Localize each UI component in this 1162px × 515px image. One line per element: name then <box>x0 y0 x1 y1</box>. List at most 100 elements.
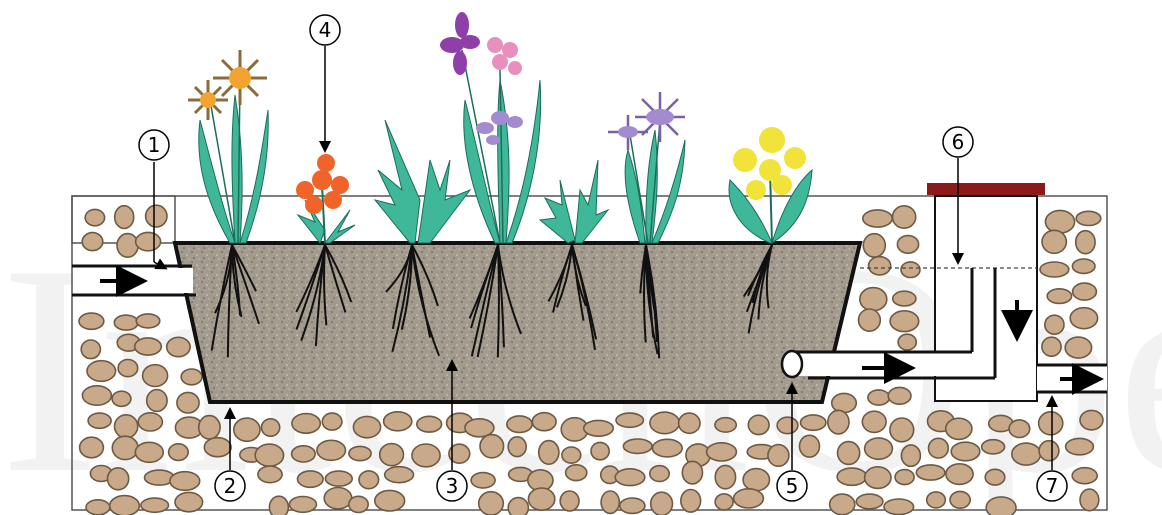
gravel-stone <box>115 206 134 229</box>
gravel-stone <box>707 443 737 461</box>
gravel-stone <box>169 444 189 461</box>
gravel-stone <box>1045 315 1064 334</box>
gravel-stone <box>1047 289 1071 304</box>
gravel-stone <box>890 311 919 332</box>
gravel-stone <box>651 492 673 515</box>
gravel-stone <box>262 419 280 436</box>
gravel-stone <box>412 444 440 467</box>
gravel-stone <box>591 442 609 459</box>
gravel-stone <box>86 500 110 515</box>
gravel-stone <box>324 488 352 509</box>
gravel-stone <box>800 435 820 457</box>
gravel-stone <box>480 435 504 458</box>
chamber-lid <box>927 183 1045 195</box>
gravel-stone <box>110 496 140 515</box>
gravel-stone <box>679 413 700 433</box>
gravel-stone <box>88 413 111 428</box>
gravel-stone <box>349 446 371 460</box>
callout-label: 7 <box>1046 474 1059 498</box>
gravel-stone <box>1072 259 1095 273</box>
gravel-stone <box>115 415 138 438</box>
gravel-stone <box>1070 308 1097 329</box>
gravel-stone <box>748 415 769 434</box>
gravel-stone <box>136 232 161 250</box>
gravel-stone <box>950 491 970 508</box>
gravel-stone <box>1042 230 1066 253</box>
gravel-stone <box>177 392 199 413</box>
gravel-stone <box>322 413 342 430</box>
gravel-stone <box>1080 489 1099 511</box>
gravel-stone <box>652 439 682 457</box>
callout-label: 6 <box>952 130 965 154</box>
gravel-stone <box>615 469 645 486</box>
gravel-stone <box>715 494 733 510</box>
gravel-stone <box>384 412 412 431</box>
gravel-stone <box>1040 262 1069 277</box>
gravel-stone <box>1080 410 1103 429</box>
gravel-stone <box>929 438 949 458</box>
gravel-stone <box>863 210 892 227</box>
outlet-pipe <box>1037 365 1107 392</box>
gravel-stone <box>317 440 346 460</box>
gravel-stone <box>143 365 168 387</box>
callout-label: 5 <box>786 474 799 498</box>
gravel-stone <box>85 209 104 225</box>
gravel-stone <box>380 444 404 466</box>
gravel-stone <box>951 442 980 461</box>
gravel-stone <box>865 438 893 459</box>
gravel-stone <box>734 489 764 508</box>
gravel-stone <box>1009 420 1030 438</box>
gravel-stone <box>715 418 736 432</box>
gravel-stone <box>471 473 495 488</box>
gravel-stone <box>860 288 887 311</box>
gravel-stone <box>375 490 405 511</box>
gravel-stone <box>1039 441 1059 461</box>
gravel-stone <box>884 499 914 515</box>
gravel-stone <box>1076 231 1095 254</box>
gravel-stone <box>838 442 860 465</box>
gravel-stone <box>199 416 220 439</box>
gravel-stone <box>869 257 891 275</box>
gravel-stone <box>982 440 1005 454</box>
gravel-stone <box>79 313 104 329</box>
gravel-stone <box>893 206 916 228</box>
gravel-stone <box>349 496 368 512</box>
gravel-stone <box>80 437 104 458</box>
gravel-stone <box>82 233 103 251</box>
gravel-stone <box>616 413 643 427</box>
gravel-stone <box>743 469 769 491</box>
gravel-stone <box>1039 412 1063 435</box>
callout-label: 3 <box>446 474 459 498</box>
gravel-stone <box>135 338 162 355</box>
gravel-stone <box>862 411 886 432</box>
gravel-stone <box>828 410 849 434</box>
gravel-stone <box>985 469 1005 485</box>
gravel-stone <box>353 416 380 437</box>
callout-label: 1 <box>148 133 161 157</box>
gravel-stone <box>359 471 379 489</box>
gravel-stone <box>895 470 914 485</box>
gravel-stone <box>175 492 203 511</box>
gravel-stone <box>181 369 202 385</box>
gravel-stone <box>417 416 442 432</box>
gravel-stone <box>1073 283 1097 300</box>
gravel-stone <box>620 498 645 513</box>
gravel-stone <box>584 420 614 436</box>
gravel-stone <box>777 417 798 433</box>
gravel-stone <box>946 464 973 485</box>
inlet-pipe <box>72 266 196 295</box>
gravel-stone <box>1066 438 1094 454</box>
gravel-stone <box>170 472 200 491</box>
gravel-stone <box>890 418 914 442</box>
gravel-stone <box>768 445 789 467</box>
gravel-stone <box>650 412 679 434</box>
gravel-stone <box>1065 337 1091 358</box>
gravel-stone <box>888 387 911 404</box>
gravel-stone <box>135 442 163 462</box>
gravel-stone <box>108 468 129 490</box>
gravel-stone <box>650 466 669 482</box>
gravel-stone <box>865 467 891 489</box>
gravel-stone <box>830 494 855 515</box>
gravel-stone <box>258 466 282 483</box>
gravel-stone <box>385 467 414 483</box>
